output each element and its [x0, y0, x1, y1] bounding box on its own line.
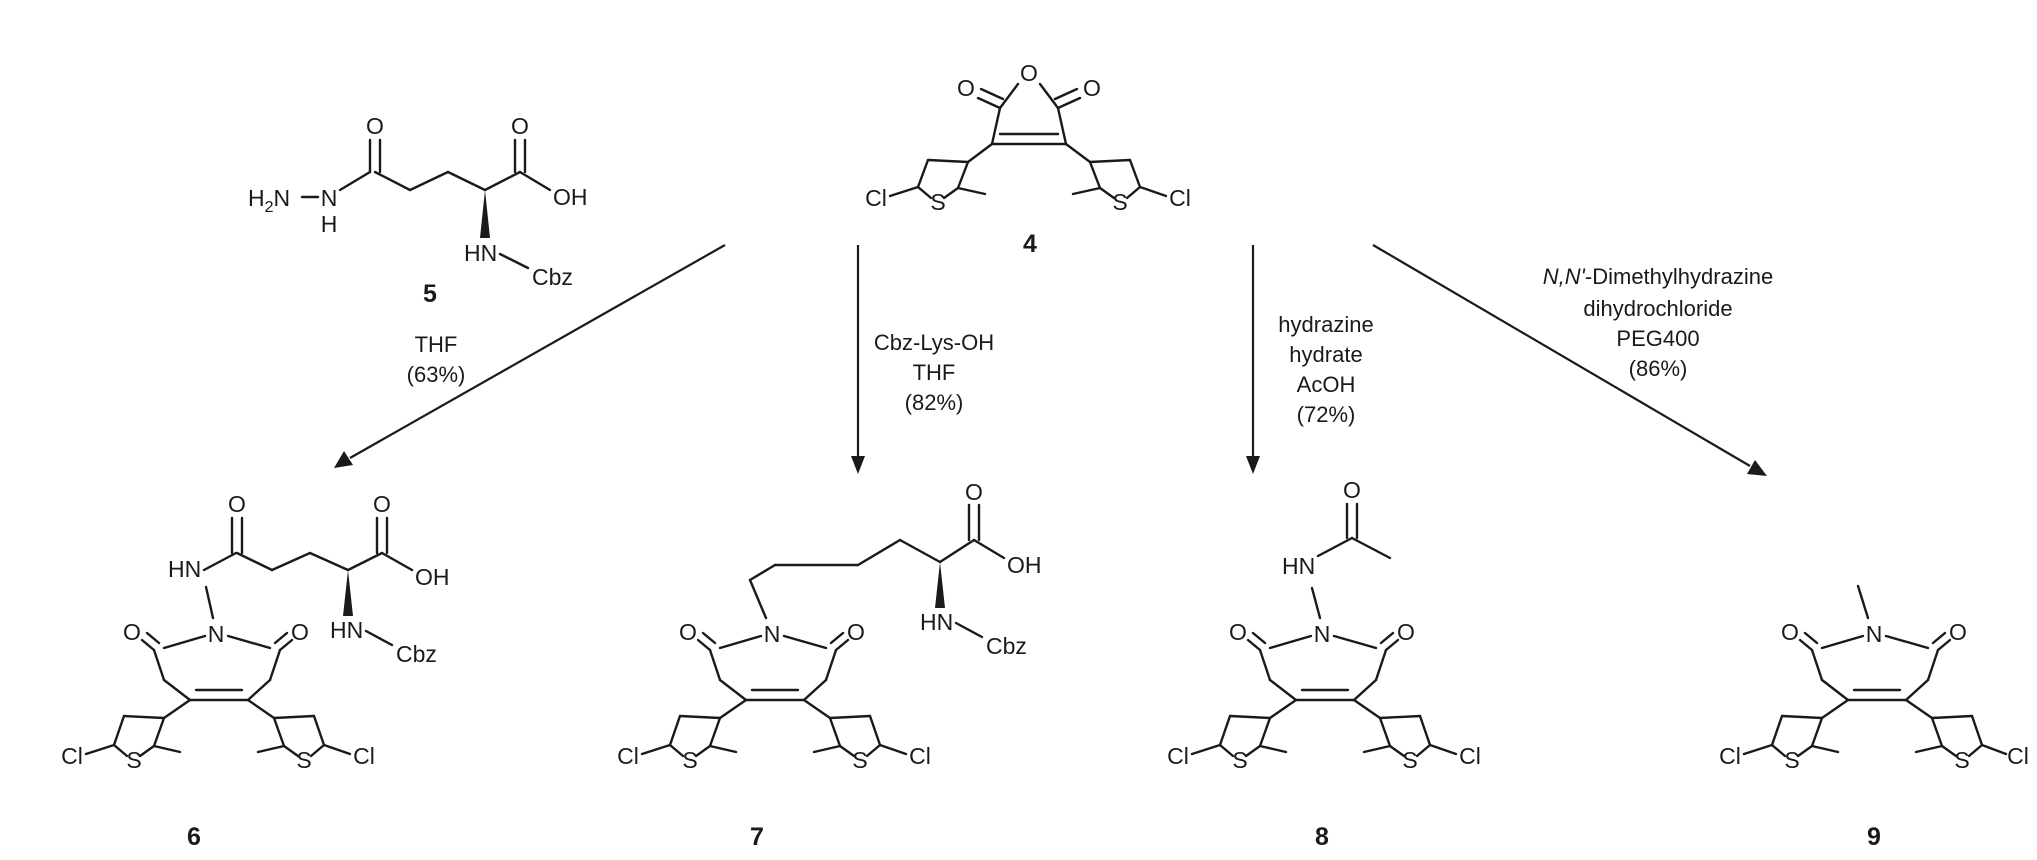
- atom-label: S: [1112, 189, 1127, 215]
- atom-label: Cl: [353, 743, 375, 769]
- atom-label: O: [679, 619, 697, 645]
- compound-4-structure: O O O S Cl S Cl: [865, 60, 1191, 215]
- atom-label: N: [764, 621, 781, 647]
- condition-text: (82%): [905, 390, 964, 415]
- atom-label: S: [1784, 747, 1799, 773]
- atom-label: N: [321, 185, 338, 211]
- atom-label: Cl: [61, 743, 83, 769]
- compound-5-structure: H2N N H O O OH HN Cbz: [248, 113, 588, 290]
- atom-label: O: [1781, 619, 1799, 645]
- atom-label: O: [373, 491, 391, 517]
- atom-label: O: [291, 619, 309, 645]
- atom-label: HN: [330, 617, 363, 643]
- atom-label: O: [1397, 619, 1415, 645]
- atom-label: HN: [920, 609, 953, 635]
- atom-label: H: [321, 211, 338, 237]
- atom-label: S: [930, 189, 945, 215]
- atom-label: O: [1083, 75, 1101, 101]
- atom-label: O: [1343, 477, 1361, 503]
- atom-label: Cbz: [986, 633, 1027, 659]
- condition-text: hydrazine: [1278, 312, 1373, 337]
- atom-label: O: [228, 491, 246, 517]
- atom-label: O: [1949, 619, 1967, 645]
- atom-label: O: [847, 619, 865, 645]
- atom-label: N: [208, 621, 225, 647]
- atom-label: Cl: [1167, 743, 1189, 769]
- condition-text: hydrate: [1289, 342, 1362, 367]
- atom-label: O: [965, 479, 983, 505]
- arrow-to-7: [851, 245, 865, 474]
- atom-label: S: [126, 747, 141, 773]
- atom-label: HN: [1282, 553, 1315, 579]
- compound-label-4: 4: [1023, 230, 1037, 258]
- arrow-to-8: [1246, 245, 1260, 474]
- atom-label: S: [296, 747, 311, 773]
- atom-label: Cl: [2007, 743, 2029, 769]
- atom-label: Cl: [1719, 743, 1741, 769]
- atom-label: O: [511, 113, 529, 139]
- condition-text: N,N'-Dimethylhydrazine: [1543, 264, 1773, 289]
- atom-label: S: [1232, 747, 1247, 773]
- atom-label: S: [852, 747, 867, 773]
- atom-label: Cl: [909, 743, 931, 769]
- atom-label: HN: [464, 240, 497, 266]
- compound-label-5: 5: [423, 280, 437, 308]
- atom-label: OH: [553, 184, 588, 210]
- condition-text: AcOH: [1297, 372, 1356, 397]
- conditions-to-6: THF (63%): [407, 332, 466, 387]
- conditions-to-7: Cbz-Lys-OH THF (82%): [874, 330, 994, 415]
- atom-label: OH: [1007, 552, 1042, 578]
- atom-label: S: [682, 747, 697, 773]
- arrow-to-9: [1372, 244, 1767, 476]
- conditions-to-9: N,N'-Dimethylhydrazine dihydrochloride P…: [1543, 264, 1773, 381]
- atom-label: O: [957, 75, 975, 101]
- condition-text: THF: [415, 332, 458, 357]
- condition-text: Cbz-Lys-OH: [874, 330, 994, 355]
- condition-text: (63%): [407, 362, 466, 387]
- compound-label-9: 9: [1867, 823, 1881, 851]
- condition-text: (86%): [1629, 356, 1688, 381]
- atom-label: O: [123, 619, 141, 645]
- condition-text: PEG400: [1616, 326, 1699, 351]
- atom-label: O: [1229, 619, 1247, 645]
- compound-9-structure: N O O S Cl S Cl: [1719, 584, 2029, 773]
- atom-label: S: [1954, 747, 1969, 773]
- atom-label: S: [1402, 747, 1417, 773]
- atom-label: Cl: [865, 185, 887, 211]
- atom-label: O: [366, 113, 384, 139]
- compound-label-8: 8: [1315, 823, 1329, 851]
- condition-text: dihydrochloride: [1583, 296, 1732, 321]
- atom-label: Cl: [1169, 185, 1191, 211]
- compound-6-structure: N O O HN O O OH HN Cbz S Cl: [61, 491, 449, 773]
- compound-label-7: 7: [750, 823, 764, 851]
- compound-label-6: 6: [187, 823, 201, 851]
- atom-label: OH: [415, 564, 450, 590]
- compound-7-structure: N O O O OH HN Cbz S Cl: [617, 479, 1041, 773]
- condition-text: (72%): [1297, 402, 1356, 427]
- compound-8-structure: N O O HN O S Cl S Cl: [1167, 477, 1481, 773]
- atom-label: O: [1020, 60, 1038, 86]
- atom-label: Cl: [617, 743, 639, 769]
- arrow-to-6: [334, 244, 726, 468]
- atom-label: Cbz: [532, 264, 573, 290]
- atom-label: N: [1866, 621, 1883, 647]
- atom-label: H2N: [248, 185, 290, 216]
- atom-label: HN: [168, 556, 201, 582]
- atom-label: Cbz: [396, 641, 437, 667]
- conditions-to-8: hydrazine hydrate AcOH (72%): [1278, 312, 1373, 427]
- atom-label: N: [1314, 621, 1331, 647]
- condition-text: THF: [913, 360, 956, 385]
- atom-label: Cl: [1459, 743, 1481, 769]
